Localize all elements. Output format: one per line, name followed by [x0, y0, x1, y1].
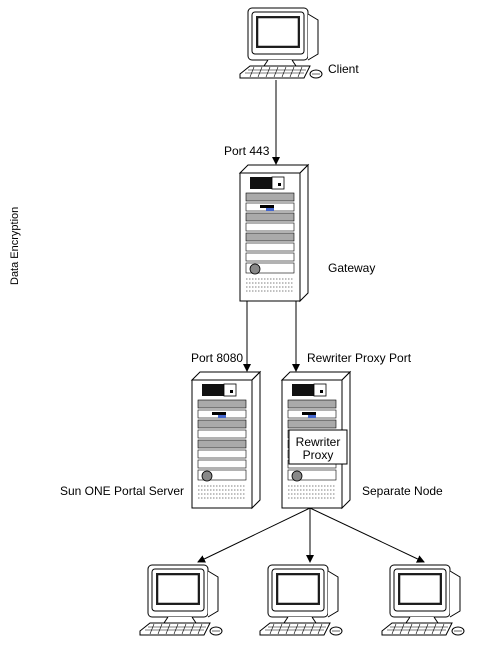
- gateway-label: Gateway: [328, 261, 376, 275]
- client-computer-icon: [239, 7, 323, 79]
- proxy-to-left-client-arrow: [197, 507, 311, 563]
- rewriter-proxy-label: Rewriter Proxy: [289, 436, 347, 462]
- bottom-computer-icon-left: [139, 564, 223, 636]
- rewriter-proxy-box: [288, 429, 348, 465]
- separate-node-label: Separate Node: [362, 484, 443, 498]
- rewriter-proxy-line1: Rewriter: [295, 435, 341, 449]
- port-8080-label: Port 8080: [191, 351, 244, 365]
- port-443-label: Port 443: [224, 144, 270, 158]
- rewriter-proxy-port-label: Rewriter Proxy Port: [307, 351, 412, 365]
- data-encryption-label: Data Encryption: [9, 206, 21, 285]
- bottom-computer-icon-middle: [259, 564, 343, 636]
- portal-server-label: Sun ONE Portal Server: [60, 484, 185, 498]
- client-label: Client: [328, 62, 359, 76]
- bottom-computer-icon-right: [381, 564, 465, 636]
- rewriter-proxy-line2: Proxy: [302, 448, 334, 462]
- proxy-to-right-client-arrow: [309, 507, 425, 563]
- gateway-server-icon: [239, 164, 309, 302]
- portal-server-icon: [191, 371, 261, 509]
